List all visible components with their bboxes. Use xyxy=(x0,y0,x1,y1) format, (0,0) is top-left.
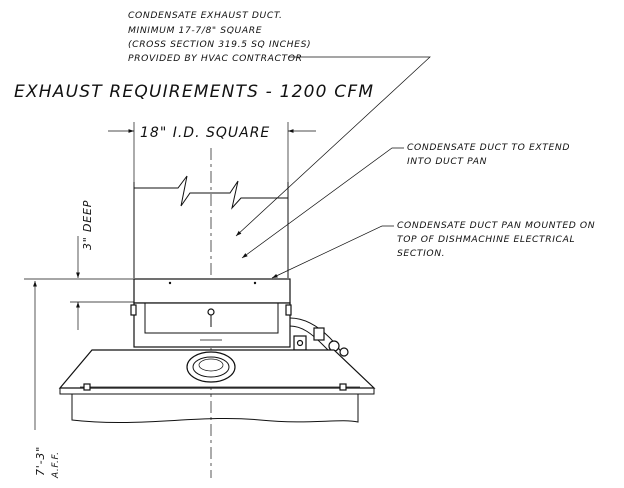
conduit-fittings xyxy=(289,317,349,359)
note-duct-pan-line-3: SECTION. xyxy=(397,248,445,259)
pan-rivet-right xyxy=(253,281,257,285)
height-reference: A.F.F. xyxy=(51,451,61,479)
pan-depth-label: 3" DEEP xyxy=(81,200,94,250)
height-value: 7'-3" xyxy=(34,446,47,476)
note-duct-extend: CONDENSATE DUCT TO EXTEND INTO DUCT PAN xyxy=(407,142,570,167)
note-duct-extend-line-2: INTO DUCT PAN xyxy=(407,156,487,167)
exhaust-duct xyxy=(133,175,289,278)
duct-pan-body xyxy=(133,278,291,304)
note-exhaust-duct-line-1: CONDENSATE EXHAUST DUCT. xyxy=(128,10,283,21)
note-exhaust-duct-line-3: (CROSS SECTION 319.5 SQ INCHES) xyxy=(128,39,311,50)
electrical-section xyxy=(130,302,292,348)
note-duct-pan: CONDENSATE DUCT PAN MOUNTED ON TOP OF DI… xyxy=(397,220,595,259)
leader-duct-extend xyxy=(241,147,404,259)
exhaust-port xyxy=(186,351,236,383)
note-duct-pan-line-2: TOP OF DISHMACHINE ELECTRICAL xyxy=(397,234,575,245)
note-exhaust-duct-line-2: MINIMUM 17-7/8" SQUARE xyxy=(128,25,262,36)
fitting-bolt xyxy=(296,339,304,347)
note-duct-pan-line-1: CONDENSATE DUCT PAN MOUNTED ON xyxy=(397,220,595,231)
exhaust-port-inner xyxy=(192,356,230,378)
dishmachine-body-break xyxy=(71,394,359,424)
hood-lip xyxy=(59,388,375,395)
duct-pan xyxy=(133,278,291,304)
exhaust-requirements-label: EXHAUST REQUIREMENTS - 1200 CFM xyxy=(14,82,374,102)
mount-bracket-right xyxy=(285,304,292,316)
hood-bracket-left xyxy=(83,383,91,391)
leader-duct-pan xyxy=(271,225,394,279)
duct-width-label: 18" I.D. SQUARE xyxy=(140,125,270,141)
fitting-box-2 xyxy=(313,327,325,341)
note-exhaust-duct-line-4: PROVIDED BY HVAC CONTRACTOR xyxy=(128,53,303,64)
hood-bracket-right xyxy=(339,383,347,391)
dimension-height: 7'-3" A.F.F. xyxy=(33,281,61,479)
dimension-pan-depth: 3" DEEP xyxy=(70,200,134,330)
exhaust-port-throat xyxy=(198,358,224,372)
pan-rivet-left xyxy=(168,281,172,285)
note-exhaust-duct: CONDENSATE EXHAUST DUCT. MINIMUM 17-7/8"… xyxy=(128,10,311,64)
dimension-duct-width: 18" I.D. SQUARE xyxy=(108,122,316,182)
leader-exhaust-duct xyxy=(235,56,431,237)
note-duct-extend-line-1: CONDENSATE DUCT TO EXTEND xyxy=(407,142,570,153)
fitting-nut-2 xyxy=(339,347,349,357)
duct-break-line xyxy=(134,175,288,210)
mount-bracket-left xyxy=(130,304,137,316)
panel-fastener xyxy=(207,308,215,316)
